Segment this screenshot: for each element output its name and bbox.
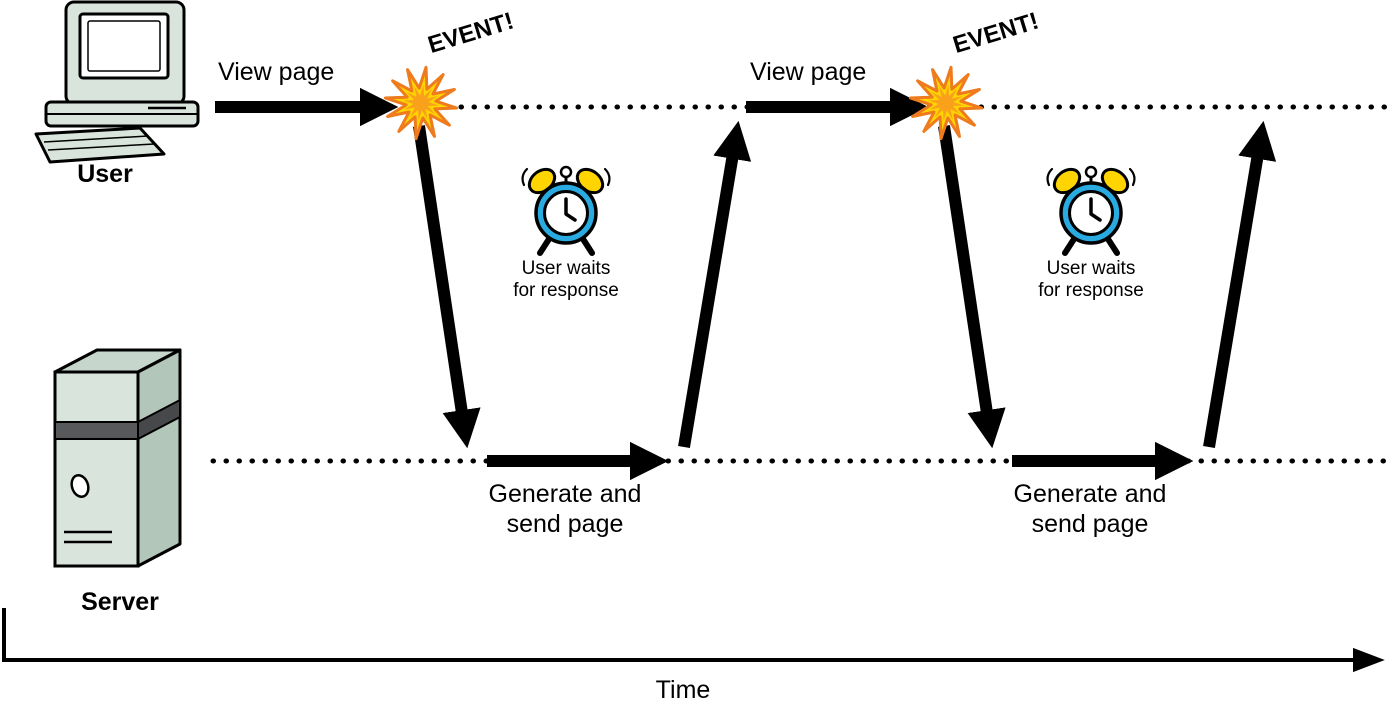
keyboard-key-row-2 <box>47 143 155 151</box>
server-band-side <box>137 398 181 441</box>
request-arrow-2 <box>938 125 1006 449</box>
user-waits-label-1: User waits for response <box>513 258 619 301</box>
user-waits-label-2: User waits for response <box>1038 258 1144 301</box>
view-page-label-1: View page <box>218 58 335 86</box>
server-front-face <box>53 370 140 568</box>
view-page-label-2: View page <box>750 58 867 86</box>
server-label: Server <box>81 588 159 616</box>
alarm-clock-icon-1 <box>523 165 610 253</box>
user-computer-icon <box>34 0 200 164</box>
generate-send-label-2: Generate and send page <box>1013 480 1167 538</box>
request-arrow-1 <box>413 125 481 449</box>
alarm-clock-icon-2 <box>1048 165 1135 253</box>
generate-send-label-1: Generate and send page <box>488 480 642 538</box>
response-arrow-2 <box>1203 120 1277 448</box>
user-label: User <box>77 160 133 188</box>
response-arrow-1 <box>678 120 752 448</box>
server-band-front <box>54 421 139 440</box>
keyboard-key-row-1 <box>43 135 149 143</box>
server-power-button <box>70 474 90 498</box>
server-side-face <box>136 348 182 568</box>
server-tower-icon <box>53 348 182 568</box>
monitor-screen-inner <box>87 20 161 72</box>
time-label: Time <box>655 676 711 704</box>
monitor-screen <box>78 12 170 80</box>
